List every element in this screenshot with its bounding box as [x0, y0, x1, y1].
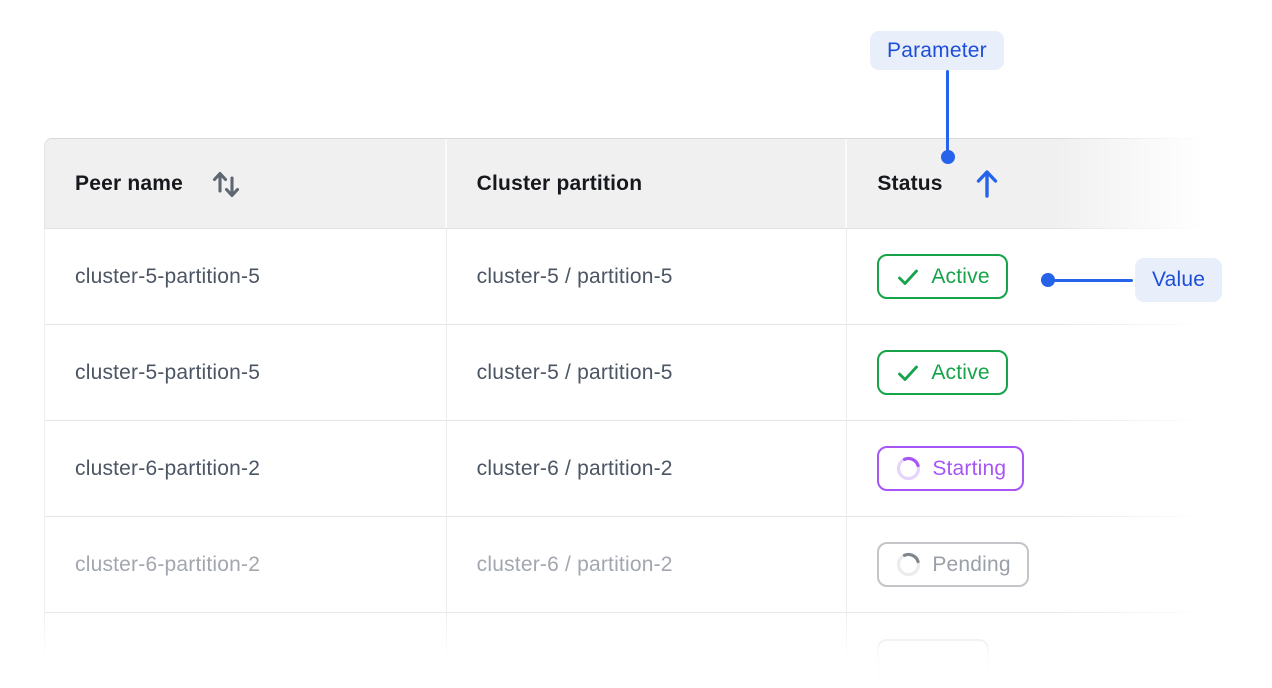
status-badge-active: Active	[877, 350, 1008, 395]
spinner-icon	[895, 551, 922, 578]
table-body: cluster-5-partition-5 cluster-5 / partit…	[44, 229, 1210, 688]
cluster-partition-cell: cluster-6 / partition-2	[447, 517, 848, 612]
status-badge-starting: Starting	[877, 446, 1025, 491]
status-badge-active: Active	[877, 254, 1008, 299]
column-header-status[interactable]: Status	[847, 139, 1210, 228]
peers-table: Peer name Cluster partition Status	[44, 138, 1210, 688]
table-row: cluster-6-partition-2 cluster-6 / partit…	[45, 421, 1210, 517]
peer-name-cell: cluster-5-partition-5	[45, 229, 447, 324]
status-cell: Active	[847, 229, 1210, 324]
column-header-peer-name-label: Peer name	[75, 171, 184, 195]
peer-name-cell: cluster-5-partition-5	[45, 325, 447, 420]
status-cell: Starting	[847, 421, 1210, 516]
cluster-partition-cell	[447, 613, 848, 688]
column-header-cluster-partition[interactable]: Cluster partition	[447, 139, 848, 228]
checkmark-icon	[895, 265, 921, 289]
status-cell: Active	[847, 325, 1210, 420]
parameter-connector-dot	[941, 150, 955, 164]
status-badge-ghost	[877, 638, 990, 684]
peer-name-cell: cluster-6-partition-2	[45, 421, 447, 516]
column-header-status-label: Status	[877, 171, 943, 195]
peer-name-cell	[45, 613, 447, 688]
status-cell: Pending	[847, 517, 1210, 612]
column-header-cluster-partition-label: Cluster partition	[476, 171, 643, 195]
table-header-row: Peer name Cluster partition Status	[44, 138, 1210, 229]
spinner-icon	[895, 455, 922, 482]
cluster-partition-cell: cluster-5 / partition-5	[447, 325, 848, 420]
sort-ascending-arrow-icon[interactable]	[973, 167, 1001, 201]
parameter-callout-label: Parameter	[870, 31, 1004, 70]
cluster-partition-cell: cluster-5 / partition-5	[447, 229, 848, 324]
table-row	[45, 613, 1210, 688]
table-row: cluster-5-partition-5 cluster-5 / partit…	[45, 229, 1210, 325]
checkmark-icon	[895, 361, 921, 385]
sort-both-icon[interactable]	[209, 164, 243, 204]
value-connector-dot	[1041, 273, 1055, 287]
status-badge-label: Pending	[932, 552, 1011, 576]
status-cell	[847, 613, 1210, 688]
table-row: cluster-6-partition-2 cluster-6 / partit…	[45, 517, 1210, 613]
column-header-peer-name[interactable]: Peer name	[45, 139, 447, 228]
status-badge-label: Starting	[932, 456, 1007, 480]
status-badge-pending: Pending	[877, 542, 1029, 587]
value-connector-line	[1054, 279, 1133, 282]
value-callout-label: Value	[1135, 258, 1223, 302]
table-row: cluster-5-partition-5 cluster-5 / partit…	[45, 325, 1210, 421]
parameter-connector-line	[946, 70, 949, 151]
peer-name-cell: cluster-6-partition-2	[45, 517, 447, 612]
status-badge-label: Active	[931, 360, 990, 384]
cluster-partition-cell: cluster-6 / partition-2	[447, 421, 848, 516]
status-badge-label: Active	[931, 264, 990, 288]
